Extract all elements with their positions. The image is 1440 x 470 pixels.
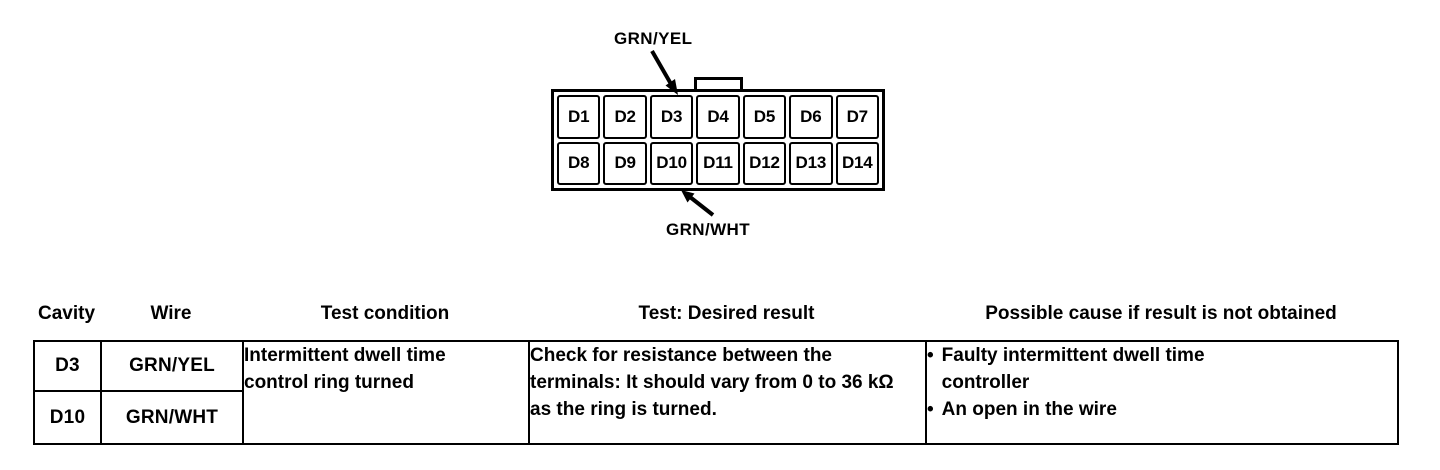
test-condition-cell: Intermittent dwell time control ring tur… <box>242 340 530 445</box>
cause-text-2: An open in the wire <box>941 399 1117 420</box>
troubleshooting-table: D3 GRN/YEL Intermittent dwell time contr… <box>33 340 1399 445</box>
pin-d12: D12 <box>742 141 787 185</box>
pin-d13: D13 <box>789 141 833 185</box>
list-item: Faulty intermittent dwell time controlle… <box>927 342 1397 396</box>
pin-d14: D14 <box>835 141 879 185</box>
pin-d5: D5 <box>742 95 787 139</box>
bottom-wire-label: GRN/WHT <box>666 220 751 239</box>
header-test-condition: Test condition <box>320 303 450 324</box>
pin-d9: D9 <box>603 141 647 185</box>
possible-cause-list: Faulty intermittent dwell time controlle… <box>927 342 1397 423</box>
pin-d4: D4 <box>696 95 740 139</box>
list-item: An open in the wire <box>927 396 1397 423</box>
desired-result-text: Check for resistance between the termina… <box>530 345 894 420</box>
pin-d8: D8 <box>557 141 601 185</box>
cavity-cell-d10: D10 <box>33 390 102 445</box>
table-header-row: Cavity Wire Test condition Test: Desired… <box>33 303 1397 325</box>
top-wire-label: GRN/YEL <box>614 29 693 48</box>
header-possible-cause: Possible cause if result is not obtained <box>985 303 1337 324</box>
pin-d7: D7 <box>835 95 879 139</box>
wire-cell-grn-wht: GRN/WHT <box>100 390 244 445</box>
desired-result-cell: Check for resistance between the termina… <box>528 340 927 445</box>
possible-cause-cell: Faulty intermittent dwell time controlle… <box>925 340 1399 445</box>
header-wire: Wire <box>150 303 192 324</box>
pin-d1: D1 <box>557 95 601 139</box>
header-cavity: Cavity <box>37 303 96 324</box>
header-desired-result: Test: Desired result <box>638 303 815 324</box>
test-condition-text: Intermittent dwell time control ring tur… <box>244 345 446 393</box>
table-row: D10 GRN/WHT <box>33 390 1398 445</box>
cavity-cell-d3: D3 <box>33 340 102 392</box>
pin-d10: D10 <box>649 141 694 185</box>
pin-d2: D2 <box>603 95 647 139</box>
wire-cell-grn-yel: GRN/YEL <box>100 340 244 392</box>
pin-d11: D11 <box>696 141 740 185</box>
pin-d3: D3 <box>649 95 694 139</box>
cause-text-1: Faulty intermittent dwell time controlle… <box>941 345 1205 393</box>
table-row: D3 GRN/YEL Intermittent dwell time contr… <box>33 340 1399 445</box>
connector-pinout: D1 D2 D3 D4 D5 D6 D7 D8 D9 D10 D11 D12 D… <box>551 89 885 191</box>
grn-wht-arrow <box>681 190 715 217</box>
bullet-icon <box>927 342 934 396</box>
bullet-icon <box>927 396 934 423</box>
pin-d6: D6 <box>789 95 833 139</box>
